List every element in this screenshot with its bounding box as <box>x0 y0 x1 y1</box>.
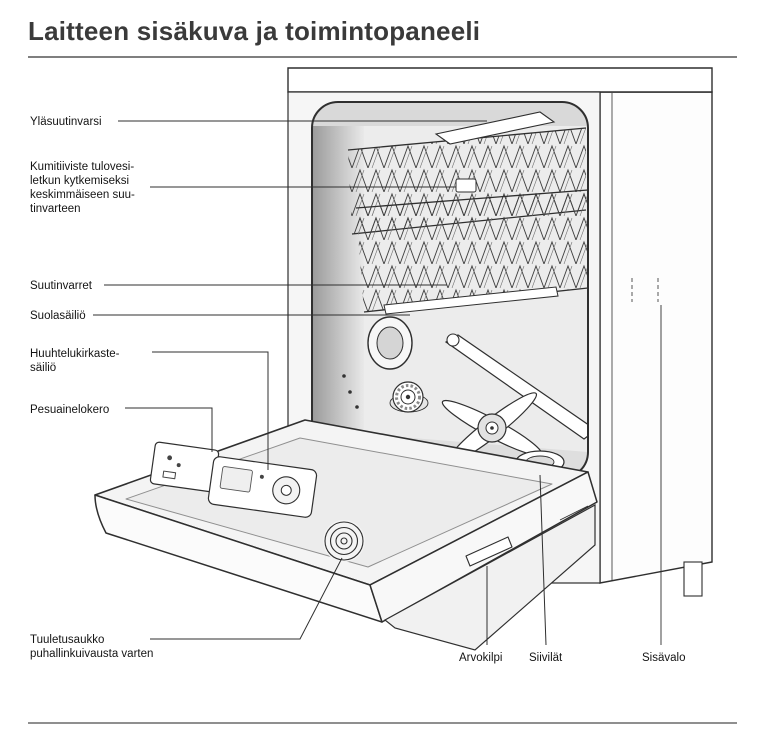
wall-screw <box>342 374 346 378</box>
leader-tuuletusaukko <box>150 557 343 640</box>
label-detergent-compartment: Pesuainelokero <box>30 404 110 416</box>
cabinet-side-panel <box>599 91 713 597</box>
salt-opening <box>367 316 413 370</box>
label-rinse-aid-container: Huuhtelukirkaste- säiliö <box>30 348 120 374</box>
title-divider <box>28 56 737 58</box>
leader-pesuainelokero <box>125 407 213 452</box>
label-rubber-seal: Kumitiiviste tulovesi- letkun kytkemisek… <box>30 161 135 215</box>
label-filters: Siivilät <box>529 652 563 664</box>
label-spray-arms: Suutinvarret <box>30 280 93 292</box>
detergent-dispenser <box>149 441 318 518</box>
label-interior-light: Sisävalo <box>642 652 686 664</box>
label-vent-opening: Tuuletusaukko puhallinkuivausta varten <box>30 634 154 660</box>
label-upper-spray-arm: Yläsuutinvarsi <box>30 116 102 128</box>
middle-spray-arm <box>383 286 559 315</box>
cabinet-top <box>287 67 713 93</box>
rating-plate <box>465 536 513 567</box>
lower-spray-arm <box>441 392 543 464</box>
tub <box>311 101 589 479</box>
page-title: Laitteen sisäkuva ja toimintopaneeli <box>28 16 481 46</box>
leader-huuhtelukirkaste <box>152 351 269 470</box>
wall-screw <box>348 390 352 394</box>
leader-lines <box>93 120 662 646</box>
middle-arm-connector <box>455 178 477 193</box>
salt-cap <box>389 381 429 413</box>
label-rating-plate: Arvokilpi <box>459 652 503 664</box>
upper-spray-arm <box>434 111 556 145</box>
door <box>94 419 598 623</box>
bottom-divider <box>28 722 737 724</box>
vent <box>323 520 365 562</box>
leader-siivilat <box>539 474 547 646</box>
water-channel <box>444 333 588 440</box>
wall-screw <box>355 405 359 409</box>
label-salt-container: Suolasäiliö <box>30 310 86 322</box>
